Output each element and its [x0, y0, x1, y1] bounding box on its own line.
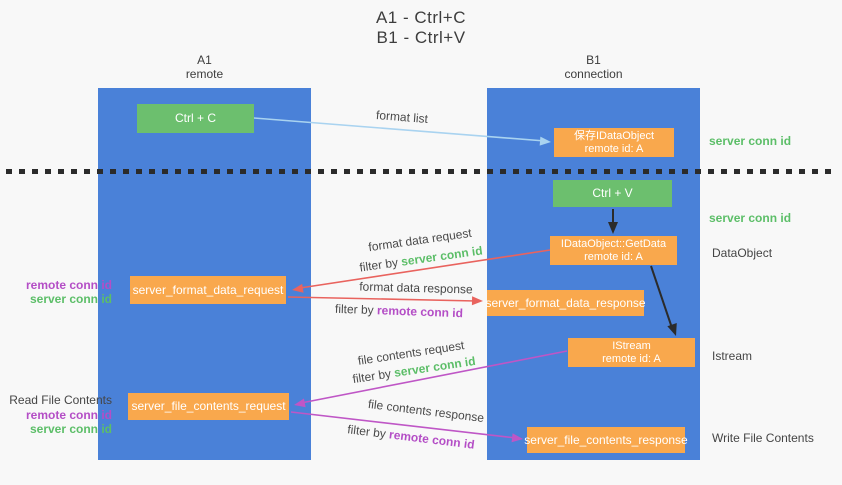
ctrl-v-box: Ctrl + V: [553, 180, 672, 207]
save-idataobject-line1: 保存IDataObject: [573, 129, 655, 142]
lifeline-b1-sub: connection: [564, 67, 623, 81]
right-server-conn-id-label-1: server conn id: [709, 134, 792, 148]
remote-conn-id-text: remote conn id: [376, 303, 464, 321]
lifeline-header-b1: B1 connection: [487, 53, 700, 81]
filter-by-text: filter by: [334, 301, 374, 318]
format-list-label: format list: [375, 107, 429, 127]
filter-by-remote-conn-id-label-2: filter by remote conn id: [347, 422, 476, 452]
left-remote-conn-id-label-1: remote conn id: [25, 278, 112, 292]
istream-box: IStream remote id: A: [568, 338, 695, 367]
write-file-contents-label: Write File Contents: [712, 431, 814, 445]
file-contents-response-label: file contents response: [367, 396, 485, 426]
right-server-conn-id-label-2: server conn id: [709, 211, 792, 225]
istream-side-label: Istream: [712, 349, 753, 363]
server-file-contents-request-box: server_file_contents_request: [128, 393, 289, 420]
lifeline-header-a1: A1 remote: [98, 53, 311, 81]
lifeline-a1-sub: remote: [185, 67, 224, 81]
lifeline-a1-name: A1: [197, 53, 212, 67]
dataobject-label: DataObject: [712, 246, 773, 260]
dotted-divider: [6, 169, 834, 174]
getdata-line1: IDataObject::GetData: [560, 237, 667, 250]
format-data-response-label: format data response: [359, 279, 473, 297]
filter-by-text: filter by: [346, 422, 387, 441]
ctrl-c-box: Ctrl + C: [137, 104, 254, 133]
lifeline-b1-name: B1: [586, 53, 601, 67]
left-server-conn-id-label-2: server conn id: [29, 422, 112, 436]
idataobject-getdata-box: IDataObject::GetData remote id: A: [550, 236, 677, 265]
istream-line2: remote id: A: [602, 352, 661, 365]
title-line-1: A1 - Ctrl+C: [375, 8, 467, 27]
save-idataobject-line2: remote id: A: [584, 142, 644, 155]
server-format-data-request-box: server_format_data_request: [130, 276, 286, 304]
title-line-2: B1 - Ctrl+V: [376, 28, 466, 47]
read-file-contents-label: Read File Contents: [9, 393, 112, 407]
server-format-data-response-box: server_format_data_response: [485, 290, 646, 316]
filter-by-text: filter by: [351, 366, 392, 387]
left-server-conn-id-label-1: server conn id: [29, 292, 112, 306]
istream-line1: IStream: [612, 339, 651, 352]
filter-by-remote-conn-id-label-1: filter by remote conn id: [335, 302, 463, 320]
diagram-title: A1 - Ctrl+C B1 - Ctrl+V: [0, 8, 842, 48]
server-file-contents-response-box: server_file_contents_response: [524, 427, 688, 453]
remote-conn-id-text: remote conn id: [388, 427, 476, 452]
left-remote-conn-id-label-2: remote conn id: [25, 408, 112, 422]
getdata-line2: remote id: A: [584, 250, 643, 263]
filter-by-text: filter by: [358, 255, 399, 275]
save-idataobject-box: 保存IDataObject remote id: A: [554, 128, 674, 157]
